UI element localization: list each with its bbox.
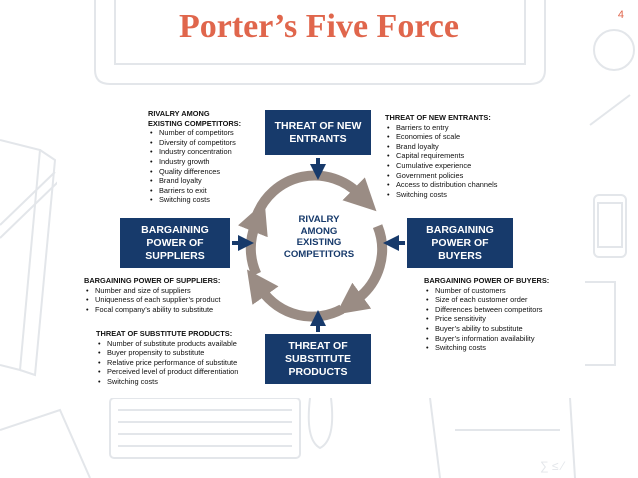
center-rivalry-label: RIVALRY AMONG EXISTING COMPETITORS — [283, 214, 355, 260]
list-threat-substitutes-heading: THREAT OF SUBSTITUTE PRODUCTS: — [96, 329, 233, 338]
list-item: Buyer’s ability to substitute — [424, 324, 549, 334]
list-threat-substitutes: THREAT OF SUBSTITUTE PRODUCTS: Number of… — [96, 329, 238, 387]
slide-title: Porter’s Five Force — [178, 8, 459, 45]
cycle-arc-top — [252, 170, 377, 217]
list-item: Relative price performance of substitute — [96, 358, 238, 368]
list-item: Industry growth — [148, 157, 241, 167]
list-new-entrants: THREAT OF NEW ENTRANTS: Barriers to entr… — [385, 113, 497, 199]
list-item: Diversity of competitors — [148, 138, 241, 148]
list-item: Cumulative experience — [385, 161, 497, 171]
list-rivalry-heading: RIVALRY AMONG EXISTING COMPETITORS: — [148, 109, 242, 128]
list-buyer-power: BARGAINING POWER OF BUYERS: Number of cu… — [424, 276, 549, 353]
page-number: 4 — [617, 9, 624, 21]
list-item: Buyer propensity to substitute — [96, 348, 238, 358]
list-item: Switching costs — [148, 195, 241, 205]
list-item: Perceived level of product differentiati… — [96, 367, 238, 377]
list-item: Economies of scale — [385, 132, 497, 142]
list-item: Switching costs — [385, 190, 497, 200]
list-new-entrants-heading: THREAT OF NEW ENTRANTS: — [385, 113, 491, 122]
list-item: Quality differences — [148, 167, 241, 177]
list-supplier-power-heading: BARGAINING POWER OF SUPPLIERS: — [84, 276, 221, 285]
list-item: Barriers to entry — [385, 123, 497, 133]
cycle-arc-right — [335, 224, 388, 315]
list-item: Industry concentration — [148, 147, 241, 157]
list-item: Number of substitute products available — [96, 339, 238, 349]
list-item: Differences between competitors — [424, 305, 549, 315]
svg-text:∑ ≤ ⁄: ∑ ≤ ⁄ — [540, 459, 566, 473]
list-item: Capital requirements — [385, 151, 497, 161]
list-item: Number of competitors — [148, 128, 241, 138]
list-item: Government policies — [385, 171, 497, 181]
list-item: Brand loyalty — [385, 142, 497, 152]
list-item: Number and size of suppliers — [84, 286, 220, 296]
list-item: Barriers to exit — [148, 186, 241, 196]
list-item: Focal company’s ability to substitute — [84, 305, 220, 315]
list-item: Brand loyalty — [148, 176, 241, 186]
list-item: Size of each customer order — [424, 295, 549, 305]
list-supplier-power: BARGAINING POWER OF SUPPLIERS: Number an… — [84, 276, 220, 314]
list-item: Number of customers — [424, 286, 549, 296]
list-item: Switching costs — [424, 343, 549, 353]
list-item: Access to distribution channels — [385, 180, 497, 190]
cycle-arc-left — [237, 201, 268, 277]
cycle-arc-bottom — [246, 269, 345, 322]
list-item: Buyer’s information availability — [424, 334, 549, 344]
list-rivalry: RIVALRY AMONG EXISTING COMPETITORS: Numb… — [148, 109, 241, 205]
list-item: Price sensitivity — [424, 314, 549, 324]
list-item: Switching costs — [96, 377, 238, 387]
list-buyer-power-heading: BARGAINING POWER OF BUYERS: — [424, 276, 550, 285]
list-item: Uniqueness of each supplier’s product — [84, 295, 220, 305]
